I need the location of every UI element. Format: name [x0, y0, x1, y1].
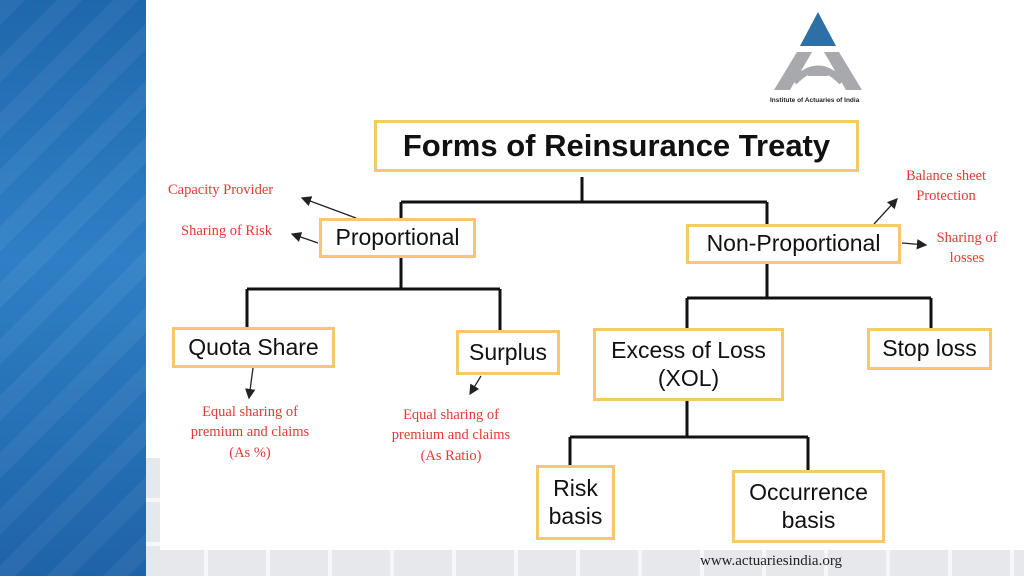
risk-basis-line-2: basis: [548, 502, 603, 529]
note-sharing-of-losses: Sharing of losses: [924, 228, 1010, 269]
occurrence-basis-line-2: basis: [781, 506, 836, 533]
node-risk-basis: Risk basis: [536, 465, 615, 540]
surplus-note-line-2: premium and claims: [391, 427, 511, 444]
losses-line-1: Sharing of: [936, 230, 998, 246]
risk-arrow: [290, 232, 319, 244]
node-non-proportional: Non-Proportional: [686, 224, 901, 264]
losses-line-2: losses: [949, 250, 985, 267]
note-surplus: Equal sharing of premium and claims (As …: [373, 405, 529, 466]
node-proportional: Proportional: [319, 218, 476, 258]
node-stop-loss: Stop loss: [867, 328, 992, 370]
surplus-note-line-1: Equal sharing of: [403, 407, 499, 423]
diagram-title: Forms of Reinsurance Treaty: [374, 120, 859, 172]
footer-website[interactable]: www.actuariesindia.org: [700, 553, 843, 569]
quota-note-line-3: (As %): [229, 444, 271, 461]
note-capacity-provider: Capacity Provider: [168, 182, 274, 198]
node-quota-share: Quota Share: [172, 327, 335, 368]
xol-line-1: Excess of Loss: [611, 336, 766, 363]
node-excess-of-loss: Excess of Loss (XOL): [593, 328, 784, 401]
note-balance-sheet: Balance sheet Protection: [888, 166, 1004, 207]
capacity-arrow: [300, 196, 357, 219]
losses-arrow: [901, 239, 928, 250]
xol-line-2: (XOL): [657, 364, 720, 391]
bottom-tile-strip: [146, 550, 1024, 576]
quota-note-line-2: premium and claims: [190, 424, 310, 441]
node-surplus: Surplus: [456, 330, 560, 375]
node-occurrence-basis: Occurrence basis: [732, 470, 885, 543]
risk-basis-line-1: Risk: [553, 474, 598, 501]
logo-caption: Institute of Actuaries of India: [770, 97, 860, 104]
occurrence-basis-line-1: Occurrence: [749, 478, 868, 505]
surplus-note-arrow: [469, 375, 482, 396]
left-tile-strip: [146, 458, 160, 550]
surplus-note-line-3: (As Ratio): [420, 447, 482, 464]
quota-note-arrow: [245, 367, 256, 400]
note-sharing-of-risk: Sharing of Risk: [181, 223, 273, 239]
note-quota-share: Equal sharing of premium and claims (As …: [172, 402, 328, 463]
balance-line-1: Balance sheet: [905, 168, 987, 184]
side-band: [0, 0, 146, 576]
quota-note-line-1: Equal sharing of: [202, 404, 298, 420]
balance-arrow: [873, 198, 898, 225]
balance-line-2: Protection: [916, 188, 976, 205]
institute-logo-icon: [774, 12, 862, 90]
